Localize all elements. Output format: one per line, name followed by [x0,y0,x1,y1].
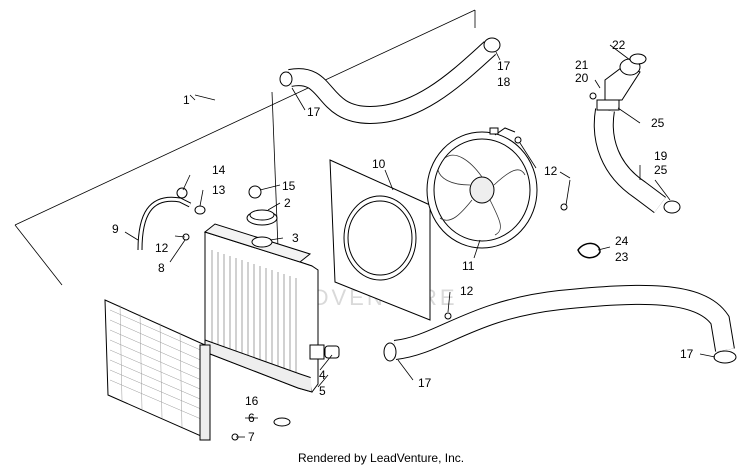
callout-17-lower-right: 17 [680,347,694,361]
callout-12-radiator: 12 [155,241,169,255]
leader-lines [124,44,716,438]
callout-12-fan: 12 [544,164,558,178]
callout-24: 24 [615,234,629,248]
callout-15: 15 [282,179,296,193]
callout-7: 7 [248,430,255,444]
callout-22: 22 [612,38,626,52]
callout-25-lower: 25 [654,163,668,177]
lower-hose [383,284,737,364]
callout-23: 23 [615,250,629,264]
callout-13: 13 [212,183,226,197]
callout-10: 10 [372,157,386,171]
callout-12-shroud: 12 [460,284,474,298]
hose-clamp [577,242,601,259]
cooling-fan [426,127,538,249]
callout-8: 8 [158,261,165,275]
callout-6: 6 [248,411,255,425]
callout-1: 1 [183,93,190,107]
callout-25-upper: 25 [651,116,665,130]
callout-2: 2 [284,196,291,210]
callout-17-lower-left: 17 [418,376,432,390]
radiator-screen [104,299,211,441]
hardware [176,92,597,441]
footer-credit: Rendered by LeadVenture, Inc. [298,451,464,465]
callout-3: 3 [292,231,299,245]
callout-16: 16 [245,394,259,408]
callout-labels: 1 2 3 4 5 6 7 8 9 10 11 12 12 12 13 14 1… [112,38,694,444]
callout-19: 19 [654,149,668,163]
callout-17-upper-right: 17 [497,59,511,73]
callout-17-upper-left: 17 [307,105,321,119]
callout-5: 5 [319,384,326,398]
callout-9: 9 [112,222,119,236]
callout-21: 21 [575,58,589,72]
thermostat-hose [593,53,681,214]
radiator [203,223,325,393]
callout-14: 14 [212,163,226,177]
callout-11: 11 [462,259,475,273]
callout-4: 4 [319,368,326,382]
radiator-cap [246,209,278,248]
fan-shroud [329,159,431,321]
callout-20: 20 [575,71,589,85]
callout-18: 18 [497,75,511,89]
upper-hose [279,37,501,125]
